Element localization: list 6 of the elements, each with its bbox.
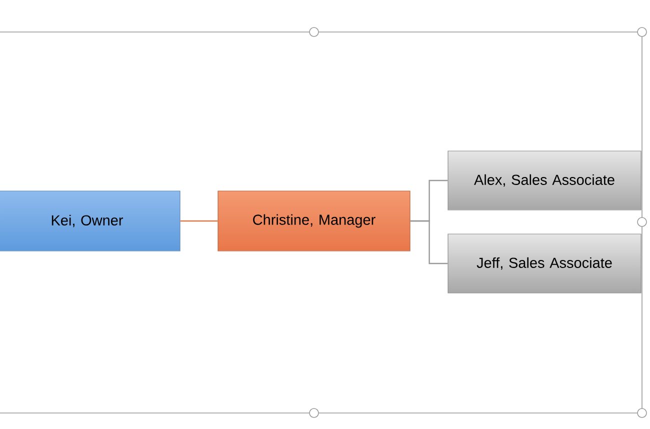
connector-line [180,220,218,222]
org-box: Kei, Owner [0,190,180,252]
org-box: Christine, Manager [218,190,410,252]
org-box: Jeff, Sales Associate [448,234,642,294]
org-box: Alex, Sales Associate [448,150,642,210]
connector-line [410,220,448,264]
